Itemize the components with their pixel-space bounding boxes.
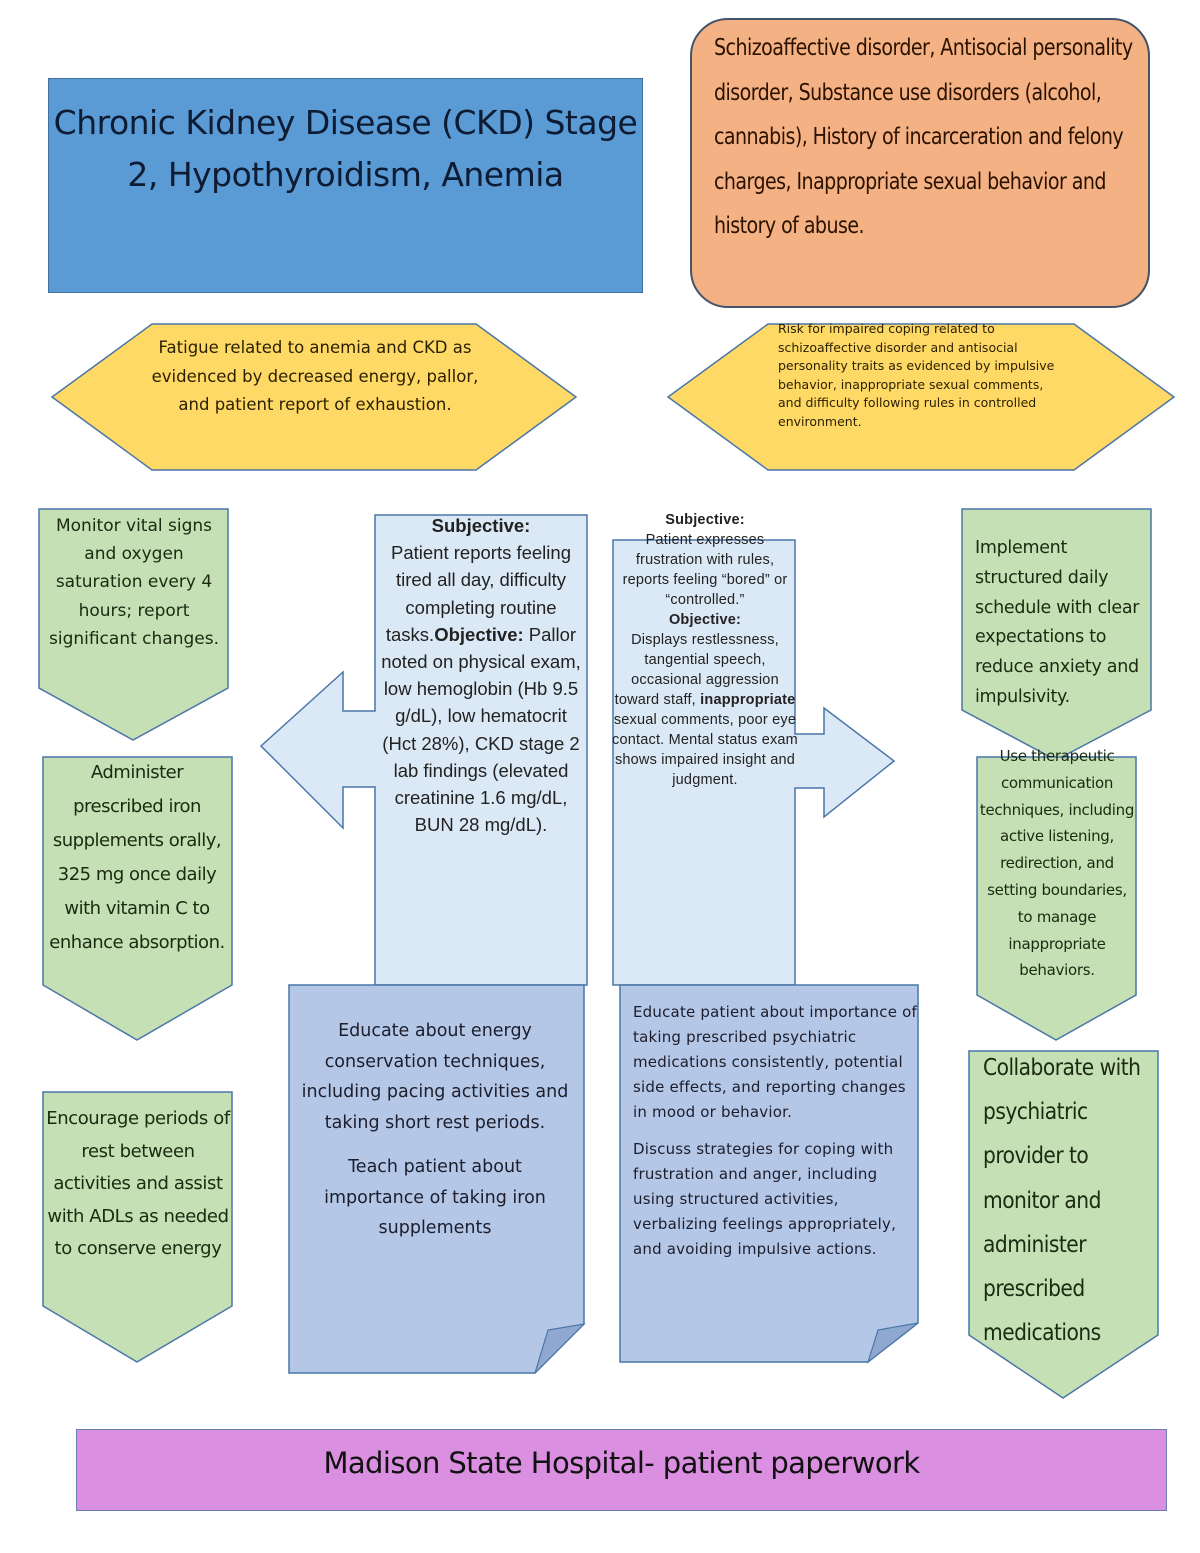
nursing-diagnosis-left-text: Fatigue related to anemia and CKD as evi…: [151, 338, 479, 414]
intervention-left-3-text: Encourage periods of rest between activi…: [46, 1108, 230, 1260]
nursing-diagnosis-left-hexagon: [50, 323, 578, 471]
nursing-diagnosis-right-text: Risk for impaired coping related to schi…: [778, 321, 1055, 429]
education-right-item-2: Discuss strategies for coping with frust…: [633, 1140, 897, 1258]
medical-diagnoses-text: Chronic Kidney Disease (CKD) Stage 2, Hy…: [53, 103, 638, 194]
assessment-right-objective-text-2: sexual comments, poor eye contact. Menta…: [612, 712, 798, 788]
psychiatric-diagnoses-box: Schizoaffective disorder, Antisocial per…: [690, 18, 1150, 308]
intervention-left-3-chevron: [42, 1091, 233, 1363]
medical-diagnoses-box: Chronic Kidney Disease (CKD) Stage 2, Hy…: [48, 78, 643, 293]
assessment-right-subjective-text: Patient expresses frustration with rules…: [622, 532, 788, 608]
assessment-right-subjective-label: Subjective:: [665, 512, 745, 528]
education-left-note-fold-icon: [534, 1323, 586, 1374]
intervention-left-2-text: Administer prescribed iron supplements o…: [49, 762, 225, 953]
assessment-left-subjective-label: Subjective:: [431, 515, 531, 536]
intervention-right-3-chevron: [968, 1050, 1159, 1399]
education-left-item-2: Teach patient about importance of taking…: [324, 1157, 546, 1238]
education-right-item-1: Educate patient about importance of taki…: [633, 1003, 917, 1121]
intervention-right-1-chevron: [961, 508, 1152, 761]
intervention-right-1-text: Implement structured daily schedule with…: [975, 538, 1140, 707]
assessment-right-objective-label: Objective:: [668, 612, 742, 628]
assessment-left-subjective-text: Patient reports feeling tired all day, d…: [385, 542, 571, 645]
intervention-right-3-text: Collaborate with psychiatric provider to…: [983, 1055, 1141, 1347]
intervention-left-2-chevron: [42, 756, 233, 1041]
education-left-text: Educate about energy conservation techni…: [300, 1016, 570, 1258]
intervention-left-1-chevron: [38, 508, 229, 741]
intervention-right-2-text: Use therapeutic communication techniques…: [979, 747, 1135, 980]
psychiatric-diagnoses-text: Schizoaffective disorder, Antisocial per…: [714, 35, 1133, 239]
footer-banner: Madison State Hospital- patient paperwor…: [76, 1429, 1167, 1511]
education-right-text: Educate patient about importance of taki…: [633, 1000, 918, 1274]
intervention-right-2-chevron: [976, 756, 1137, 1041]
assessment-left-objective-label: Objective:: [434, 623, 524, 645]
intervention-left-1-text: Monitor vital signs and oxygen saturatio…: [48, 516, 219, 649]
footer-text: Madison State Hospital- patient paperwor…: [323, 1446, 920, 1480]
education-right-note-fold-icon: [866, 1322, 919, 1364]
assessment-left-text: Subjective: Patient reports feeling tire…: [376, 512, 586, 838]
assessment-right-objective-text-1: Displays restlessness, tangential speech…: [614, 632, 779, 708]
assessment-left-objective-text: Pallor noted on physical exam, low hemog…: [381, 623, 581, 836]
assessment-right-text: Subjective: Patient expresses frustratio…: [612, 510, 798, 790]
assessment-right-objective-bold: inappropriate: [700, 692, 796, 708]
assessment-left-arrow-callout: [259, 514, 588, 986]
nursing-diagnosis-right-hexagon: [666, 323, 1176, 471]
education-left-item-1: Educate about energy conservation techni…: [301, 1021, 569, 1133]
